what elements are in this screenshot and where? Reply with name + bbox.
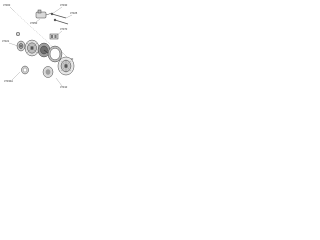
- label-ref-top-right: 37330: [60, 3, 68, 7]
- leader-line: [35, 18, 41, 23]
- leader-line: [65, 14, 73, 19]
- pulley-part: [16, 40, 26, 52]
- leader-line: [11, 71, 21, 81]
- rear-cover-part: [42, 66, 54, 78]
- wiring-connector-part: [35, 9, 53, 19]
- label-ref-bearing: 37310: [60, 85, 68, 89]
- leader-line: [51, 6, 63, 15]
- alternator-exploded-diagram: 37300 37350 37330 37325 37321 37370 3734…: [2, 3, 78, 89]
- leader-line: [8, 42, 19, 47]
- label-ref-mid-left: 37350: [30, 21, 38, 25]
- label-ref-bolt: 37325: [70, 11, 78, 15]
- front-housing-part: [24, 39, 40, 57]
- label-ref-rotor: 37330A: [4, 79, 13, 83]
- rear-housing-part: [57, 56, 75, 76]
- regulator-part: [49, 33, 59, 40]
- stator-part: [47, 45, 63, 63]
- label-ref-regulator: 37370: [60, 27, 68, 31]
- nut-washer-part: [15, 31, 21, 37]
- label-ref-top-left: 37300: [3, 3, 11, 7]
- label-ref-pulley: 37321: [2, 39, 10, 43]
- through-bolt-part: [50, 12, 69, 25]
- leader-line: [9, 6, 15, 12]
- bearing-part: [21, 65, 29, 75]
- leader-line: [55, 77, 63, 87]
